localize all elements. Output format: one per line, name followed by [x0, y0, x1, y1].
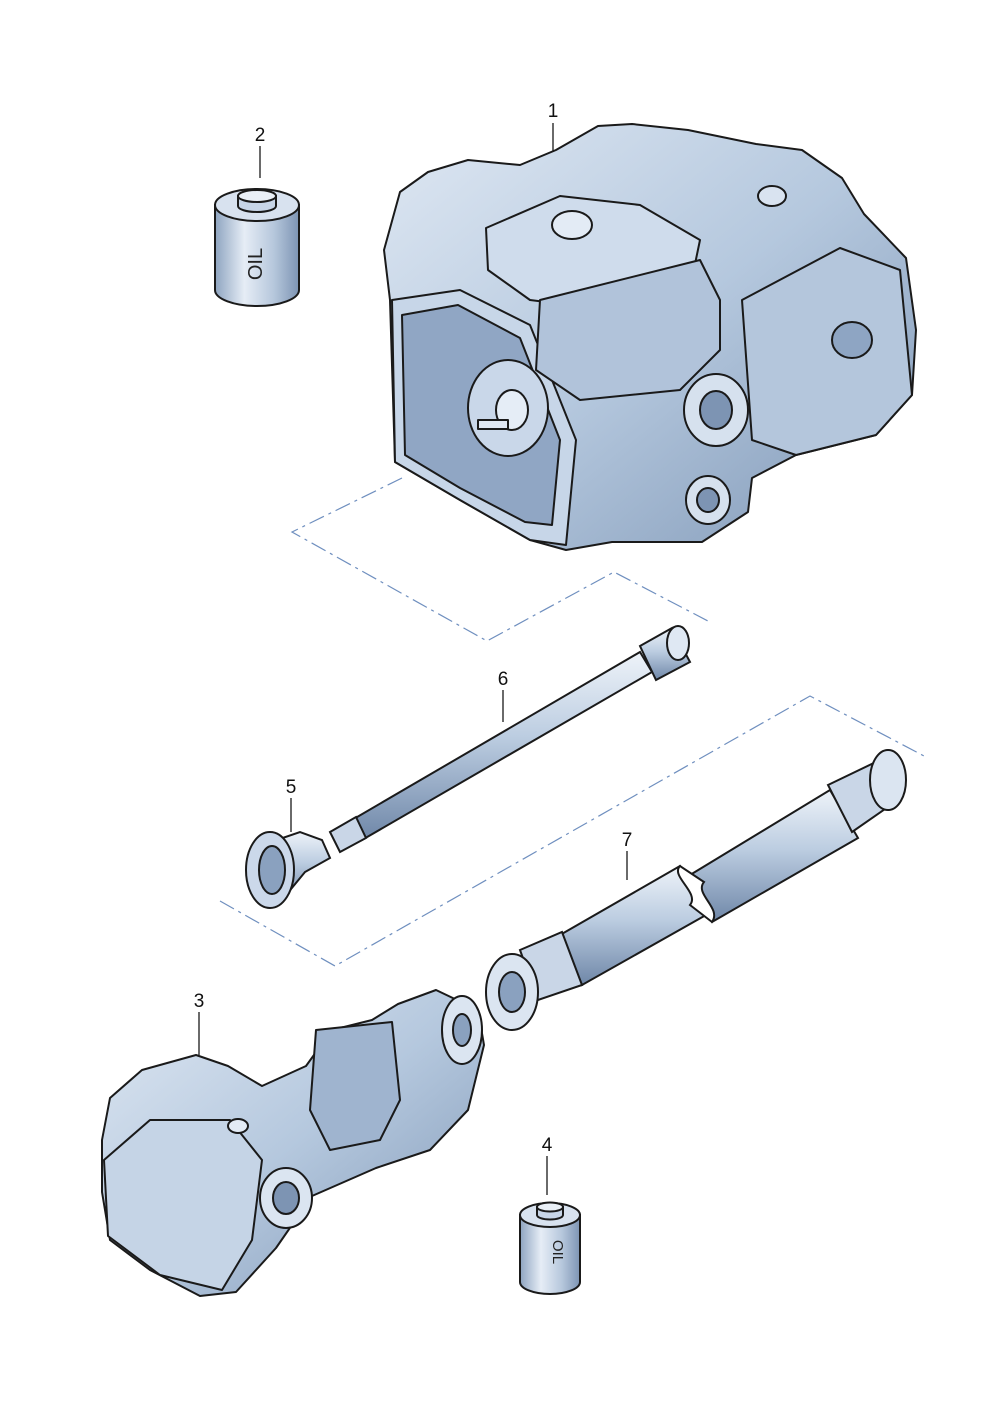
differential-ribbed-case	[309, 1021, 401, 1151]
cv-joint-cup-bore	[258, 845, 286, 895]
top-port	[757, 185, 787, 207]
front-differential	[101, 989, 485, 1297]
differential-input-bore	[452, 1013, 472, 1047]
oil-can-1-label: OIL	[245, 248, 267, 280]
oil-can-1: OIL	[214, 188, 300, 307]
side-cover-boss	[831, 321, 873, 359]
propeller-shaft-front-bore	[498, 971, 526, 1013]
input-shaft-stub	[477, 419, 509, 430]
differential-vent-plug	[227, 1118, 249, 1134]
guide-line-transmission-to-shaft	[290, 477, 709, 642]
callout-2: 2	[255, 125, 266, 146]
propeller-shaft	[485, 749, 907, 1031]
propeller-shaft-rear-tube	[688, 788, 860, 924]
oil-can-2-label: OIL	[549, 1240, 566, 1264]
callout-5: 5	[286, 777, 297, 798]
callout-7: 7	[622, 830, 633, 851]
callout-3: 3	[194, 991, 205, 1012]
valve-body-pipes	[535, 259, 721, 401]
oil-can-2-cap-top	[536, 1201, 564, 1213]
guide-line-shaft-to-flange	[219, 695, 925, 967]
drive-shaft-end-cap	[666, 625, 690, 661]
oil-can-2-body	[519, 1214, 581, 1295]
output-flange-upper-bore	[699, 390, 733, 430]
callout-numbers: 1 2 3 4 5 6 7	[194, 101, 633, 1156]
callout-4: 4	[542, 1135, 553, 1156]
transmission-assembly	[383, 123, 917, 551]
oil-can-1-body	[214, 204, 300, 307]
differential-side-bore	[272, 1181, 300, 1215]
propeller-shaft-break	[677, 864, 716, 924]
callout-leaders	[198, 123, 628, 1195]
callout-6: 6	[498, 669, 509, 690]
assembly-guide-lines	[219, 477, 925, 967]
drive-shaft	[328, 625, 692, 854]
differential-carrier	[103, 1119, 263, 1291]
side-cover	[741, 247, 913, 456]
oil-filler-neck	[551, 210, 593, 240]
output-flange-lower-bore	[696, 487, 720, 513]
cv-joint-cup	[245, 830, 332, 909]
oil-can-1-cap-top	[237, 189, 277, 203]
callout-1: 1	[548, 101, 559, 122]
propeller-shaft-rear-flange	[869, 749, 907, 811]
oil-can-2: OIL	[519, 1201, 581, 1295]
drive-shaft-spline	[328, 815, 368, 854]
